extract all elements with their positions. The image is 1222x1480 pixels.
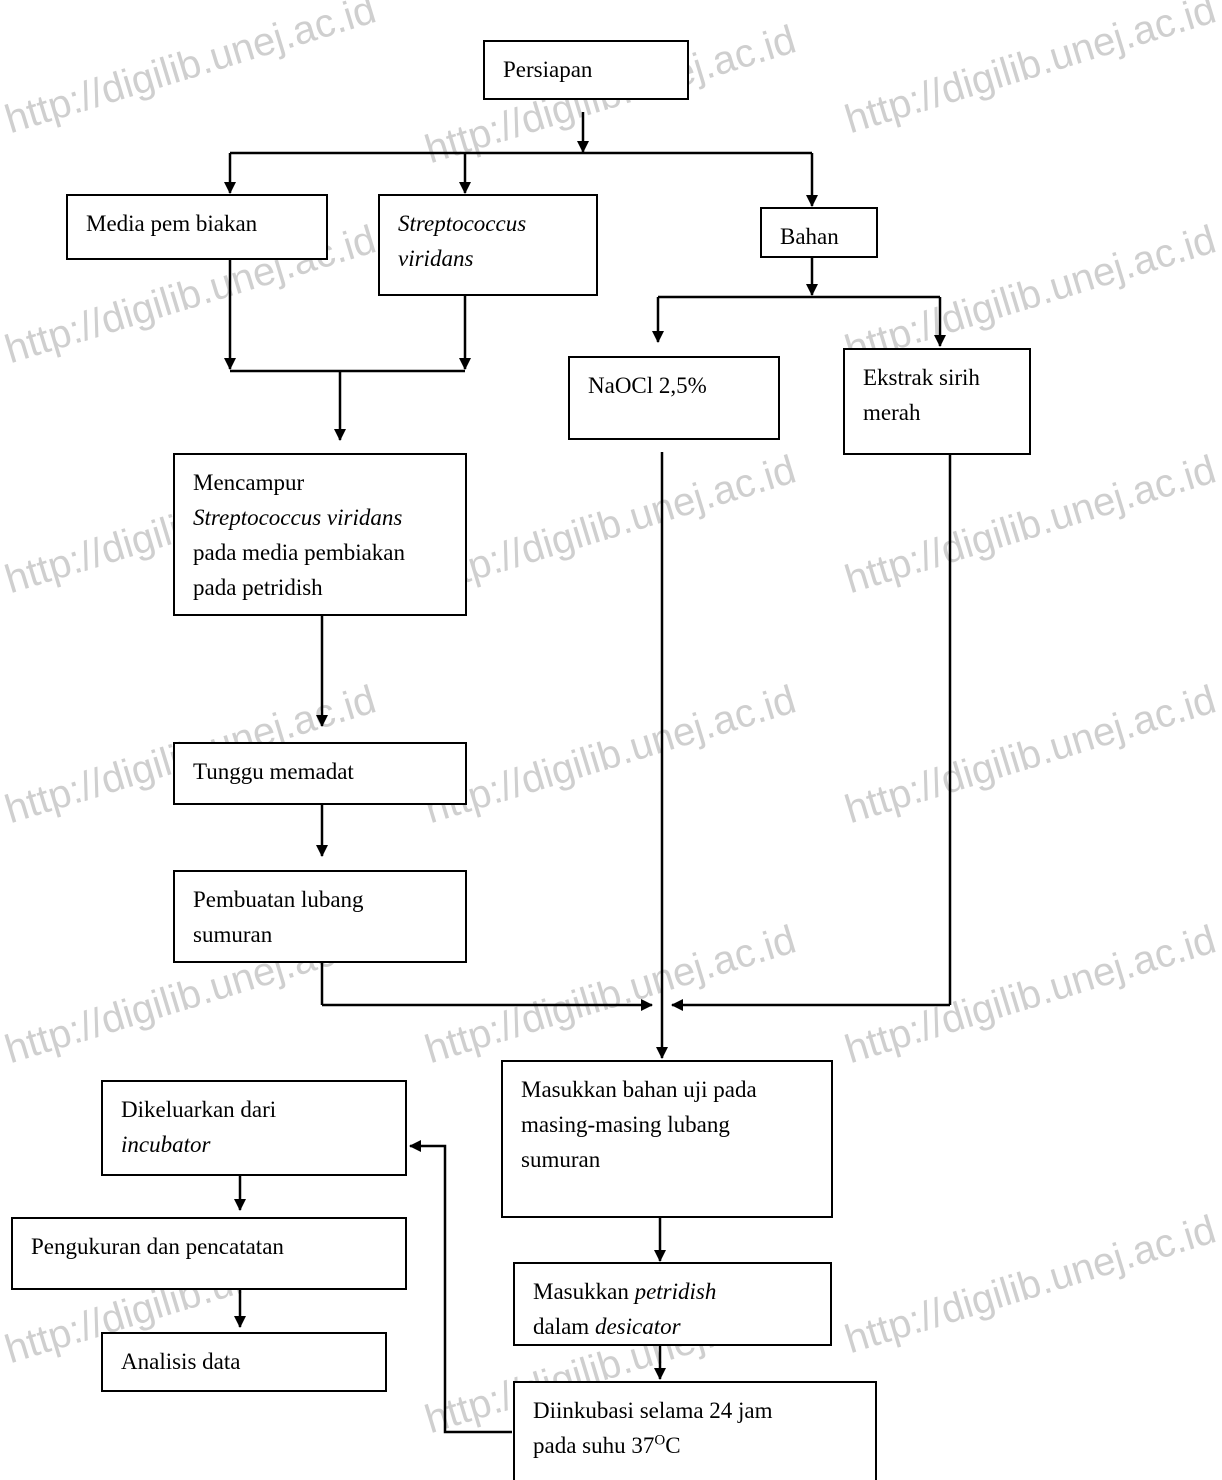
step-label: pada suhu 37OC — [533, 1428, 861, 1463]
step-label: merah — [863, 400, 921, 425]
step-mencampur: Mencampur Streptococcus viridans pada me… — [173, 453, 467, 616]
step-label: Media pem biakan — [86, 211, 258, 236]
step-label: Dikeluarkan dari — [121, 1097, 277, 1122]
step-label: Pembuatan lubang — [193, 887, 364, 912]
step-dikeluarkan: Dikeluarkan dari incubator — [101, 1080, 407, 1176]
superscript-degree: O — [654, 1432, 666, 1449]
step-label: pada media pembiakan — [193, 540, 406, 565]
connector — [409, 1140, 512, 1434]
step-masukkan-petridish: Masukkan petridish dalam desicator — [513, 1262, 832, 1346]
step-naocl: NaOCl 2,5% — [568, 356, 780, 440]
step-label: viridans — [398, 246, 474, 271]
step-analisis-data: Analisis data — [101, 1332, 387, 1392]
step-label-part: dalam — [533, 1314, 595, 1339]
step-label-part: C — [665, 1433, 681, 1458]
step-label-part: desicator — [594, 1314, 681, 1339]
step-label: Bahan — [780, 224, 839, 249]
step-label: NaOCl 2,5% — [588, 373, 707, 398]
watermark-text: http://digilib.unej.ac.id — [420, 447, 801, 603]
step-label: Streptococcus — [398, 211, 527, 236]
step-label: Mencampur — [193, 470, 305, 495]
step-label: masing-masing lubang — [521, 1112, 730, 1137]
step-label: Analisis data — [121, 1349, 241, 1374]
step-label: Streptococcus viridans — [193, 505, 403, 530]
step-label: sumuran — [193, 922, 273, 947]
watermark-text: http://digilib.unej.ac.id — [0, 0, 381, 143]
watermark-text: http://digilib.unej.ac.id — [840, 0, 1221, 143]
step-tunggu-memadat: Tunggu memadat — [173, 742, 467, 805]
step-label: Tunggu memadat — [193, 759, 354, 784]
step-label: Persiapan — [503, 57, 593, 82]
watermark-text: http://digilib.unej.ac.id — [840, 677, 1221, 833]
step-persiapan: Persiapan — [483, 40, 689, 100]
step-media-pembiakan: Media pem biakan — [66, 194, 328, 260]
step-label: pada petridish — [193, 575, 323, 600]
step-label: Masukkan bahan uji pada — [521, 1077, 757, 1102]
step-pembuatan-lubang: Pembuatan lubang sumuran — [173, 870, 467, 963]
step-label-part: pada suhu 37 — [533, 1433, 655, 1458]
step-masukkan-bahan-uji: Masukkan bahan uji pada masing-masing lu… — [501, 1060, 833, 1218]
step-label: sumuran — [521, 1147, 601, 1172]
step-bahan: Bahan — [760, 207, 878, 258]
watermark-text: http://digilib.unej.ac.id — [420, 917, 801, 1073]
step-label-part: Masukkan — [533, 1279, 635, 1304]
step-ekstrak-sirih-merah: Ekstrak sirih merah — [843, 348, 1031, 455]
step-label-part: petridish — [634, 1279, 717, 1304]
watermark-text: http://digilib.unej.ac.id — [840, 1207, 1221, 1363]
step-streptococcus-viridans: Streptococcus viridans — [378, 194, 598, 296]
step-label: Diinkubasi selama 24 jam — [533, 1398, 773, 1423]
step-label: Masukkan petridish — [533, 1274, 816, 1309]
watermark-text: http://digilib.unej.ac.id — [840, 917, 1221, 1073]
watermark-text: http://digilib.unej.ac.id — [420, 677, 801, 833]
step-label: Ekstrak sirih — [863, 365, 980, 390]
step-label: Pengukuran dan pencatatan — [31, 1234, 284, 1259]
step-label: incubator — [121, 1132, 211, 1157]
step-pengukuran: Pengukuran dan pencatatan — [11, 1217, 407, 1290]
step-diinkubasi: Diinkubasi selama 24 jam pada suhu 37OC — [513, 1381, 877, 1480]
watermark-text: http://digilib.unej.ac.id — [840, 447, 1221, 603]
step-label: dalam desicator — [533, 1309, 816, 1344]
